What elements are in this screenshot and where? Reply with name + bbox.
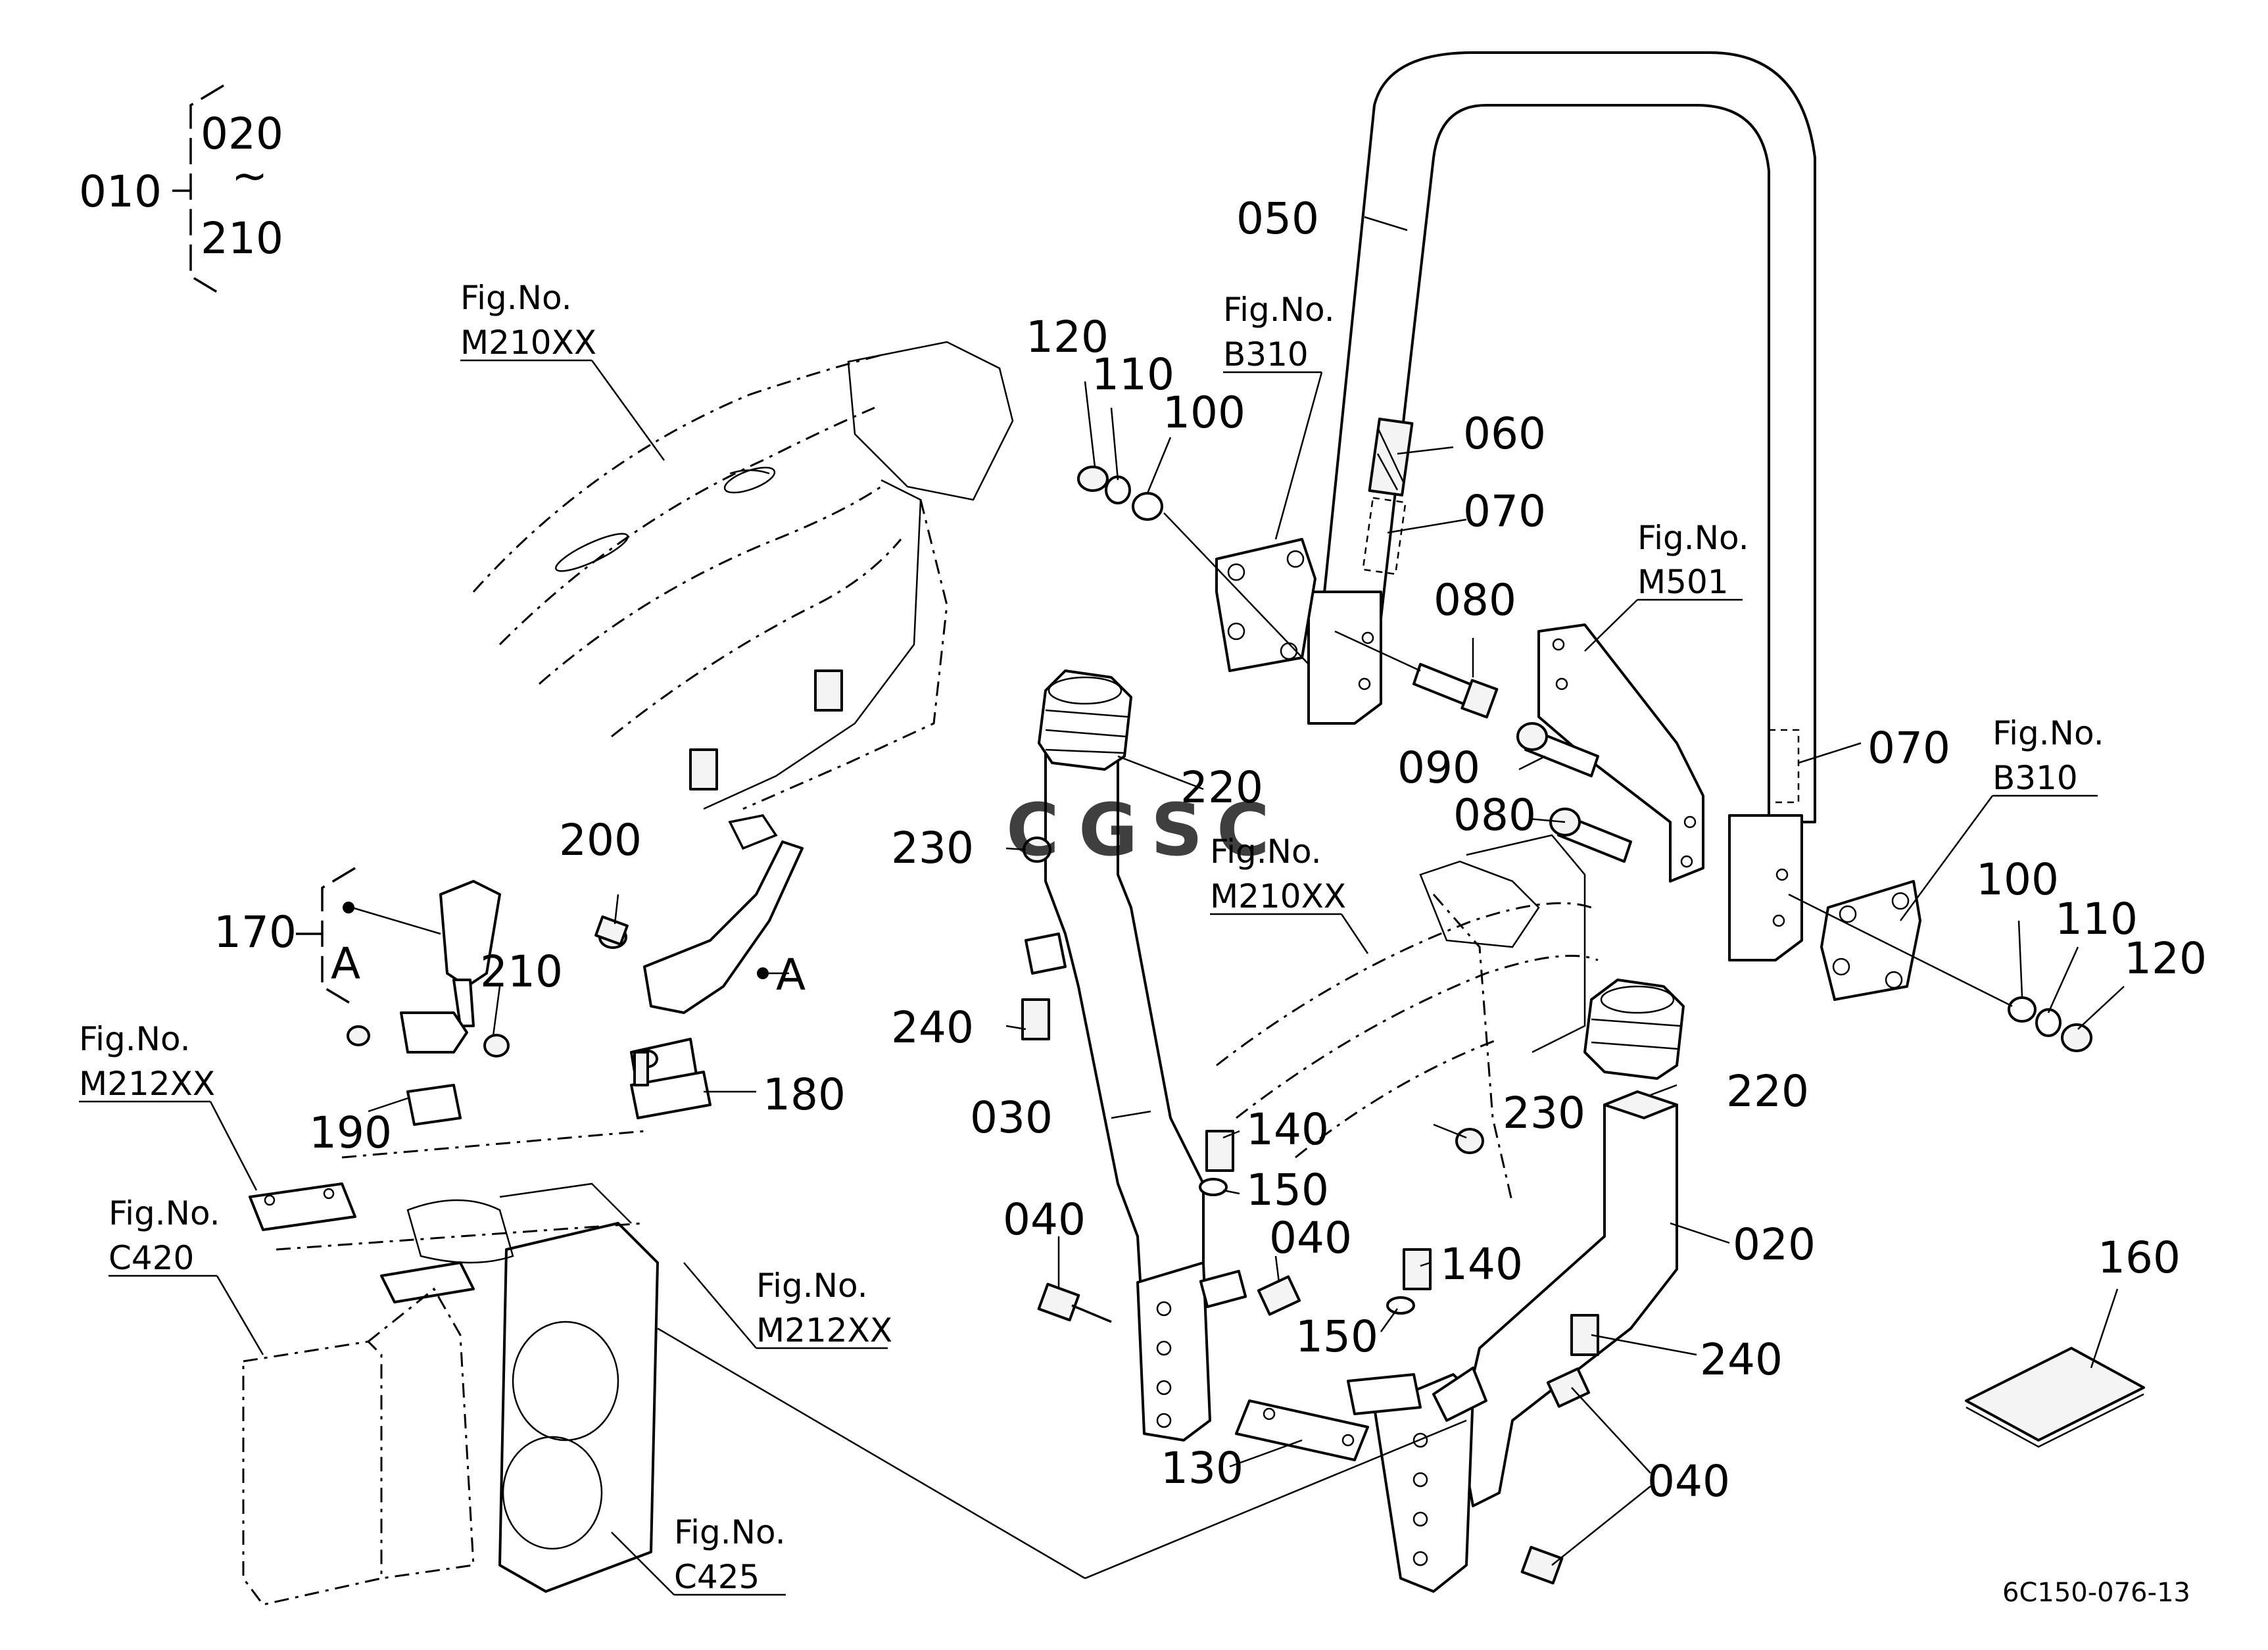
callout-100-right: 100	[1976, 854, 2059, 905]
fig-ref-6-label: Fig.No.	[79, 1020, 191, 1058]
watermark-letter-3: S	[1151, 788, 1203, 872]
hardware-middle	[1516, 722, 1632, 863]
callout-060: 060	[1463, 408, 1546, 459]
fig-ref-4-label: Fig.No.	[1992, 714, 2104, 752]
callout-120-right: 120	[2124, 933, 2207, 984]
fig-ref-4-code: B310	[1992, 759, 2078, 797]
fig-ref-leaders	[79, 359, 2098, 1596]
callout-130: 130	[1161, 1443, 1243, 1493]
callout-040-middle: 040	[1269, 1213, 1352, 1263]
callout-110-left: 110	[1092, 349, 1174, 400]
callout-240-lower: 240	[1700, 1334, 1783, 1385]
bracket-180	[630, 1051, 712, 1119]
rops-frame	[1307, 51, 1816, 961]
callout-020: 020	[1733, 1219, 1816, 1270]
callout-220-upper: 220	[1180, 762, 1263, 813]
callout-110-right: 110	[2055, 894, 2138, 944]
fig-ref-3-code: M501	[1637, 563, 1729, 601]
range-bracket: 010 020 ~ 210	[79, 84, 283, 297]
callout-070-lower: 070	[1868, 723, 1950, 773]
bracket-tilde: ~	[231, 151, 268, 201]
bracket-last: 210	[201, 213, 283, 264]
fig-ref-5-code: M210XX	[1210, 877, 1346, 915]
fender-right	[1216, 834, 1599, 1204]
buckle-dot	[343, 902, 354, 913]
drawing-code: 6C150-076-13	[2002, 1578, 2190, 1608]
callout-160: 160	[2098, 1232, 2181, 1283]
callout-070-upper: 070	[1463, 486, 1546, 537]
fig-ref-1-code: M210XX	[460, 324, 596, 362]
callout-050: 050	[1236, 193, 1319, 244]
callout-230-upper: 230	[891, 823, 974, 873]
fig-ref-3-label: Fig.No.	[1637, 519, 1749, 557]
callout-080-lower: 080	[1453, 790, 1536, 840]
bracket-parent: 010	[79, 166, 162, 217]
callout-a-bracket: A	[331, 938, 360, 989]
transmission-housing	[242, 1130, 659, 1606]
callout-220-lower: 220	[1726, 1066, 1809, 1117]
bolts	[1021, 837, 1599, 1585]
fender-left	[472, 341, 1014, 850]
b310-plate-left	[1215, 538, 1316, 672]
watermark-letter-1: C	[1006, 788, 1059, 872]
leader-lines	[368, 216, 2125, 1566]
callout-040-right: 040	[1647, 1456, 1730, 1507]
fig-ref-7-code: C420	[109, 1239, 194, 1277]
fig-ref-9-label: Fig.No.	[674, 1513, 786, 1551]
callout-140-lower: 140	[1440, 1239, 1523, 1290]
watermark: C G S C	[1006, 788, 1270, 872]
callout-a-belt: A	[776, 950, 806, 1000]
callout-180: 180	[763, 1069, 846, 1120]
callout-040-left: 040	[1003, 1194, 1086, 1245]
callout-150-lower: 150	[1295, 1311, 1378, 1362]
fig-ref-9-code: C425	[674, 1558, 760, 1596]
manual-160	[1965, 1347, 2145, 1448]
callout-200: 200	[559, 815, 642, 865]
fig-ref-7-label: Fig.No.	[109, 1194, 220, 1232]
callout-100-left: 100	[1163, 387, 1245, 438]
callout-120-left: 120	[1026, 312, 1109, 362]
callout-230-lower: 230	[1503, 1088, 1585, 1138]
fig-ref-2-label: Fig.No.	[1223, 291, 1335, 329]
callout-080-upper: 080	[1434, 575, 1516, 625]
fig-ref-8-code: M212XX	[756, 1311, 892, 1349]
watermark-letter-2: G	[1078, 788, 1138, 872]
fig-ref-1-label: Fig.No.	[460, 279, 572, 317]
boot-220-right	[1583, 979, 1685, 1080]
fig-ref-2-code: B310	[1223, 335, 1309, 374]
callout-170: 170	[214, 907, 297, 958]
callout-240-upper: 240	[891, 1002, 974, 1053]
callout-labels: 050 120 110 100 060 070 080 090 080 070 …	[214, 193, 2207, 1507]
hardware-upper-left	[1077, 466, 1499, 719]
hardware-right	[1788, 893, 2092, 1052]
boot-220-left	[1038, 669, 1132, 771]
watermark-letter-4: C	[1217, 788, 1270, 872]
fig-ref-8-label: Fig.No.	[756, 1267, 868, 1305]
bracket-first: 020	[201, 109, 283, 159]
callout-090: 090	[1397, 742, 1480, 793]
plate-130	[1235, 1399, 1369, 1461]
a-marker-dot	[757, 967, 769, 979]
fig-ref-5-label: Fig.No.	[1210, 833, 1322, 871]
fig-ref-6-code: M212XX	[79, 1065, 215, 1103]
callout-030: 030	[970, 1092, 1053, 1143]
callout-140-upper: 140	[1246, 1104, 1329, 1155]
callout-190: 190	[309, 1107, 392, 1158]
seat-belt-bracket	[594, 840, 804, 1014]
seat-belt-buckle	[296, 867, 510, 1057]
callout-210: 210	[480, 946, 563, 997]
rops-post-left	[1025, 696, 1247, 1442]
m501-bracket	[1537, 623, 1704, 883]
callout-150-upper: 150	[1246, 1165, 1329, 1215]
b310-plate-right	[1820, 880, 1921, 1001]
figure-references: Fig.No. M210XX Fig.No. B310 Fig.No. M501…	[79, 279, 2104, 1596]
